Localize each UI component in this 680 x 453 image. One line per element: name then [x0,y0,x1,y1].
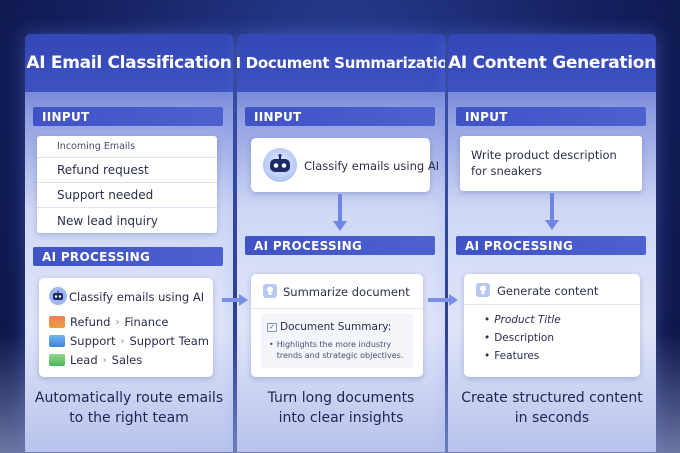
summary-title: Document Summary: [280,321,392,333]
incoming-emails-list: Incoming Emails Refund request Support n… [37,136,217,233]
lightbulb-icon [263,284,277,298]
input-section-label: INPUT [456,107,646,126]
route-row: Lead › Sales [49,353,142,367]
document-summary-box: ✓ Document Summary: • Highlights the mor… [261,314,413,368]
list-item[interactable]: Support needed [37,183,217,208]
input-card: Write product description for sneakers [460,136,642,191]
flow-arrow-down-icon [545,193,559,231]
route-arrow-icon: › [102,354,107,366]
emails-list-header: Incoming Emails [37,136,217,158]
caption-line: Automatically route emails [34,390,224,406]
refund-icon [49,316,65,328]
panel-caption: Automatically route emails to the right … [25,388,233,428]
processing-section-label: AI PROCESSING [33,247,223,266]
route-arrow-icon: › [115,316,120,328]
caption-line: Create structured content [461,390,643,406]
input-card: Classify emails using AI [251,138,439,192]
list-item: •Features [484,350,540,362]
panel-title: AI Email Classification [25,34,233,92]
robot-icon [263,148,297,182]
bullet-icon: • [269,340,274,349]
bullet-icon: • [484,314,491,326]
panel-caption: Create structured content in seconds [448,388,656,428]
caption-line: Turn long documents [267,390,415,406]
panel-title: AI Document Summarization [237,34,445,92]
input-section-label: IINPUT [245,107,435,126]
bullet-icon: • [484,332,491,344]
route-to: Sales [111,353,143,367]
input-text: Write product description for sneakers [471,148,617,178]
route-to: Support Team [129,334,209,348]
route-row: Support › Support Team [49,334,209,348]
content-generation-panel: AI Content Generation INPUT Write produc… [448,34,656,452]
email-classification-panel: AI Email Classification IINPUT Incoming … [25,34,233,452]
generation-card: Generate content •Product Title •Descrip… [464,274,640,377]
flow-arrow-down-icon [333,194,347,232]
classification-card: Classify emails using AI Refund › Financ… [39,278,213,377]
lightbulb-icon [476,283,490,297]
divider [464,304,640,305]
panel-title: AI Content Generation [448,34,656,92]
processing-section-label: AI PROCESSING [456,236,646,255]
list-item: •Product Title [484,314,561,326]
route-to: Finance [124,315,169,329]
summary-bullet: • Highlights the more industry trends an… [269,339,409,361]
classification-title: Classify emails using AI [69,290,205,304]
bullet-icon: • [484,350,491,362]
input-section-label: IINPUT [33,107,223,126]
divider [251,308,423,309]
summary-heading: ✓ Document Summary: [267,321,391,333]
support-icon [49,335,65,347]
processing-title: Generate content [497,284,599,298]
robot-icon [49,287,67,305]
lead-icon [49,354,65,366]
summary-card: Summarize document ✓ Document Summary: •… [251,274,423,377]
panel-caption: Turn long documents into clear insights [237,388,445,428]
flow-arrow-right-icon [222,294,248,306]
document-summarization-panel: AI Document Summarization IINPUT Classif… [237,34,445,452]
list-item[interactable]: Refund request [37,158,217,183]
list-item: •Description [484,332,555,344]
route-from: Refund [70,315,111,329]
caption-line: in seconds [514,410,590,426]
processing-section-label: AI PROCESSING [245,236,435,255]
summary-text: Highlights the more industry trends and … [276,340,404,360]
processing-title: Summarize document [283,285,410,299]
route-row: Refund › Finance [49,315,168,329]
flow-arrow-right-icon [428,294,458,306]
route-from: Support [70,334,116,348]
input-text: Classify emails using AI [304,159,440,173]
list-item[interactable]: New lead inquiry [57,213,159,228]
caption-line: into clear insights [278,410,404,426]
checklist-icon: ✓ [267,322,277,332]
route-arrow-icon: › [120,335,125,347]
route-from: Lead [70,353,98,367]
caption-line: to the right team [69,410,189,426]
